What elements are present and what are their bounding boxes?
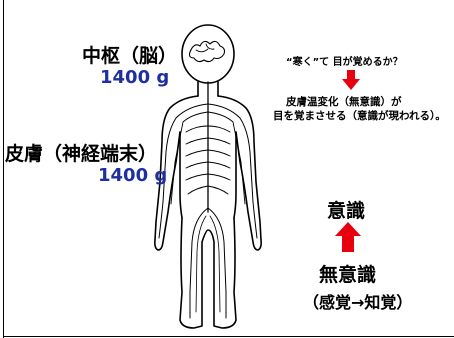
- question-text: “寒く”て 目が覚めるか？: [286, 57, 403, 68]
- skin-weight-label: 1400 g: [98, 165, 168, 186]
- cns-label: 中枢（脳）: [82, 45, 178, 67]
- sense-to-perception-label: （感覚→知覚）: [303, 293, 413, 312]
- unconscious-label: 無意識: [319, 264, 377, 286]
- slide-border-left: [3, 0, 4, 338]
- slide-border-bottom: [3, 336, 454, 337]
- red-up-arrow-icon: [335, 222, 361, 252]
- skin-nerve-endings-label: 皮膚（神経端末）: [5, 143, 158, 165]
- cns-weight-label: 1400 g: [100, 67, 170, 88]
- skin-temperature-change-text: 皮膚温変化（無意識）が: [286, 96, 402, 108]
- conscious-label: 意識: [327, 200, 366, 222]
- human-nervous-system-icon: [154, 24, 262, 329]
- wake-up-consciousness-text: 目を覚まさせる（意識が現われる）。: [273, 110, 446, 122]
- red-down-arrow-icon: [342, 70, 360, 90]
